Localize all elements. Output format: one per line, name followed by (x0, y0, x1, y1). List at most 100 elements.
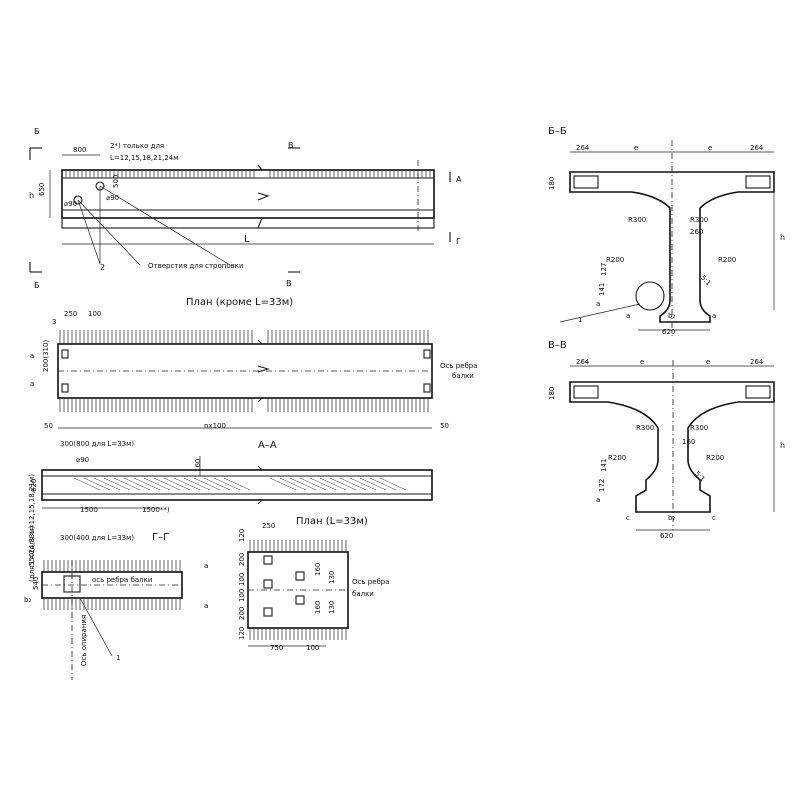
p33-axis-1: Ось ребра (352, 578, 390, 586)
section-vv-title: В–В (548, 340, 567, 351)
side-550: 550(для L=12,15,18,21м) (28, 474, 36, 566)
vv-r300-a: R300 (636, 424, 654, 432)
vv-e-2: e (706, 358, 710, 366)
bb-h: h (780, 233, 785, 242)
hole-dia-90-b: ⌀90 (106, 194, 119, 202)
p33-dim-a-2: a (204, 602, 208, 610)
cut-label-v-bottom: В (286, 279, 292, 288)
plan33-title: План (L=33м) (296, 516, 368, 527)
bb-r200-b: R200 (718, 256, 736, 264)
bb-b2: b₂ (668, 312, 675, 320)
dim-250: 250 (64, 310, 77, 318)
beam-elevation: Б Б В В 650 h 800 2*) только для L=12,15… (29, 127, 462, 290)
bb-260: 260 (690, 228, 703, 236)
bb-e-1: e (634, 144, 638, 152)
vv-264-a: 264 (576, 358, 590, 366)
cut-label-a: А (456, 175, 462, 184)
vv-r300-b: R300 (690, 424, 708, 432)
vv-620: 620 (660, 532, 673, 540)
section-aa-title: А–А (258, 440, 277, 451)
dim-h: h (29, 191, 34, 200)
vv-180: 180 (548, 387, 556, 400)
dim-a-2: a (30, 380, 34, 388)
bb-r300-b: R300 (690, 216, 708, 224)
p33-130-b: 130 (328, 601, 336, 614)
plan-title: План (кроме L=33м) (186, 297, 293, 308)
dim-620: 620 (30, 479, 38, 492)
dim-50-left: 50 (44, 422, 53, 430)
p33-120-b: 120 (238, 627, 246, 640)
dim-100: 100 (88, 310, 101, 318)
p33-200-a: 200 (238, 553, 246, 566)
section-b-b: Б–Б 264 e e 264 180 R300 R300 260 R200 R… (548, 126, 785, 336)
hole-dia-90-a: ⌀90 (64, 200, 77, 208)
cut-label-g: Г (456, 237, 461, 246)
vv-r200-a: R200 (608, 454, 626, 462)
rib-axis-gg: ось ребра балки (92, 576, 152, 584)
bb-a-3: a (712, 312, 716, 320)
vv-c-2: c (712, 514, 716, 522)
bb-e-2: e (708, 144, 712, 152)
vv-141: 141 (600, 459, 608, 472)
cut-label-b-bottom: Б (34, 281, 40, 290)
bb-264-b: 264 (750, 144, 764, 152)
p33-100-a: 100 (238, 573, 246, 586)
bb-a-2: a (626, 312, 630, 320)
dim-300-800: 300(800 для L=33м) (60, 440, 134, 448)
vv-a: a (596, 496, 600, 504)
dim-500: 500 (112, 175, 120, 188)
p33-dim-a-1: a (204, 562, 208, 570)
section-v-v: В–В 264 e e 264 180 R300 R300 160 R200 R… (548, 340, 785, 540)
rib-axis-label-2: балки (452, 372, 474, 380)
p33-130-a: 130 (328, 571, 336, 584)
hole-dia-90-c: ⌀90 (76, 456, 89, 464)
p33-axis-2: балки (352, 590, 374, 598)
bb-127: 127 (600, 263, 608, 276)
section-bb-title: Б–Б (548, 126, 567, 137)
dim-200-310: 200(310) (42, 340, 50, 372)
vv-172: 172 (598, 479, 606, 492)
p33-100-b: 100 (238, 589, 246, 602)
dim-1500-b: 1500**) (142, 506, 170, 514)
cut-label-b-top: Б (34, 127, 40, 136)
vv-r200-b: R200 (706, 454, 724, 462)
vv-h: h (780, 441, 785, 450)
dim-a-1: a (30, 352, 34, 360)
p33-100: 100 (306, 644, 319, 652)
support-axis: Ось опирания (80, 615, 88, 666)
bb-5x1: 5:1 (699, 274, 713, 288)
vv-e-1: e (640, 358, 644, 366)
plan-33m: План (L=33м) 250 120 200 100 100 200 120… (204, 516, 390, 652)
dim-b2-gg: b₂ (24, 596, 31, 604)
dim-1500-a: 1500 (80, 506, 98, 514)
dim-nx100: nx100 (204, 422, 226, 430)
p33-120-a: 120 (238, 529, 246, 542)
p33-dim-250: 250 (262, 522, 275, 530)
section-a-a: А–А 300(800 для L=33м) ⌀90 160 620 1500 … (30, 440, 433, 514)
dim-800: 800 (73, 146, 86, 154)
ref-2: 2 (100, 263, 105, 272)
bb-141: 141 (598, 283, 606, 296)
note-lengths: L=12,15,18,21,24м (110, 154, 178, 162)
bb-180: 180 (548, 177, 556, 190)
section-gg-title: Г–Г (152, 532, 169, 543)
dim-300-400: 300(400 для L=33м) (60, 534, 134, 542)
holes-note: Отверстия для строповки (148, 262, 244, 270)
vv-b2: b₂ (668, 514, 675, 522)
bb-r200-a: R200 (606, 256, 624, 264)
vv-c-1: c (626, 514, 630, 522)
bb-264-a: 264 (576, 144, 590, 152)
vv-264-b: 264 (750, 358, 764, 366)
bb-r300-a: R300 (628, 216, 646, 224)
ref-3: 3 (52, 318, 56, 326)
dim-L: L (244, 234, 250, 245)
vv-5x1: 5:1 (693, 470, 707, 484)
rib-axis-label-1: Ось ребра (440, 362, 478, 370)
section-g-g: Г–Г 300(400 для L=33м) 550(для L=12,15,1… (24, 474, 183, 680)
p33-200-b: 200 (238, 607, 246, 620)
bb-a: a (596, 300, 600, 308)
p33-160-b: 160 (314, 601, 322, 614)
side-24-33: (для L=24,33м) (28, 525, 36, 582)
cut-label-v-top: В (288, 141, 294, 150)
